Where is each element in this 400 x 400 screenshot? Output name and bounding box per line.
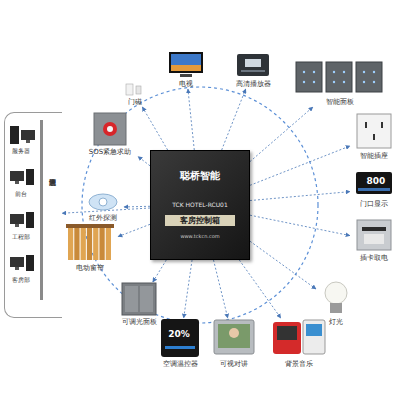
device-label: 电动窗帘 [62, 264, 118, 273]
computer-symbol [10, 126, 35, 144]
device-node: 智能插座 [350, 112, 398, 161]
signal-link [188, 89, 194, 150]
signal-link [124, 206, 150, 208]
computer-symbol [10, 169, 34, 185]
computer-label: 前台 [4, 190, 38, 198]
device-label: 智能插座 [350, 152, 398, 161]
device-label: 红外探测 [82, 214, 124, 223]
device-node: 可视对讲 [208, 318, 260, 369]
signal-link [250, 146, 350, 185]
device-node: 插卡取电 [350, 218, 398, 263]
card-icon [350, 218, 398, 252]
screen-reading: 800 [362, 176, 390, 187]
web-address: www.tckcn.com [165, 232, 235, 240]
curtain-icon [62, 222, 118, 262]
device-label: 电视 [163, 80, 209, 89]
computer-label: 客房部 [4, 276, 38, 284]
signal-link [250, 215, 350, 235]
device-label: 背景音乐 [268, 360, 330, 369]
device-label: 可调光面板 [112, 318, 166, 327]
player-icon [226, 52, 280, 78]
panels-icon [290, 60, 390, 96]
box-name: 客房控制箱 [165, 215, 235, 226]
signal-link [153, 260, 166, 282]
device-node: SOS紧急求助 [82, 112, 138, 157]
device-node: 背景音乐 [268, 318, 330, 369]
device-label: 插卡取电 [350, 254, 398, 263]
screen-reading: 20% [164, 329, 194, 340]
model-code: TCK HOTEL-RCU01 [165, 200, 235, 209]
signal-link [222, 89, 246, 150]
bulb-icon [316, 280, 356, 316]
computer-label: 服务器 [4, 147, 38, 155]
signal-link [118, 224, 150, 236]
pir-icon [82, 192, 124, 212]
signal-link [239, 260, 280, 318]
device-node: 电视 [163, 52, 209, 89]
brand-name: 聪桥智能 [165, 169, 235, 182]
computer-symbol [10, 255, 34, 271]
device-node: 空调温控器 [154, 318, 206, 369]
video-icon [208, 318, 260, 358]
management-panel: 酒店管理系统 [4, 112, 62, 318]
control-box: 聪桥智能 TCK HOTEL-RCU01 客房控制箱 www.tckcn.com [150, 150, 250, 260]
socket-icon [350, 112, 398, 150]
device-node: 门口显示 [350, 170, 398, 209]
tv-icon [163, 52, 209, 78]
device-node: 高清播放器 [226, 52, 280, 89]
device-node: 智能面板 [290, 60, 390, 107]
signal-link [250, 107, 313, 162]
contact-icon [118, 82, 152, 96]
dashed-ring [82, 87, 318, 323]
device-node: 红外探测 [82, 192, 124, 223]
device-label: 智能面板 [290, 98, 390, 107]
bus-bar [40, 120, 43, 300]
sos-icon [82, 112, 138, 146]
computer-label: 工程部 [4, 233, 38, 241]
device-node: 可调光面板 [112, 282, 166, 327]
device-label: 门磁 [118, 98, 152, 107]
signal-link [138, 156, 150, 165]
device-label: 高清播放器 [226, 80, 280, 89]
signal-link [214, 260, 228, 318]
device-label: 可视对讲 [208, 360, 260, 369]
signal-link [142, 107, 167, 150]
device-node: 电动窗帘 [62, 222, 118, 273]
device-node: 门磁 [118, 82, 152, 107]
signal-link [184, 260, 192, 318]
signal-link [250, 241, 316, 289]
signal-link [250, 192, 350, 201]
device-label: SOS紧急求助 [82, 148, 138, 157]
computer-symbol [10, 212, 34, 228]
device-label: 门口显示 [350, 200, 398, 209]
dimmer-icon [112, 282, 166, 316]
music-icon [268, 318, 330, 358]
device-label: 空调温控器 [154, 360, 206, 369]
